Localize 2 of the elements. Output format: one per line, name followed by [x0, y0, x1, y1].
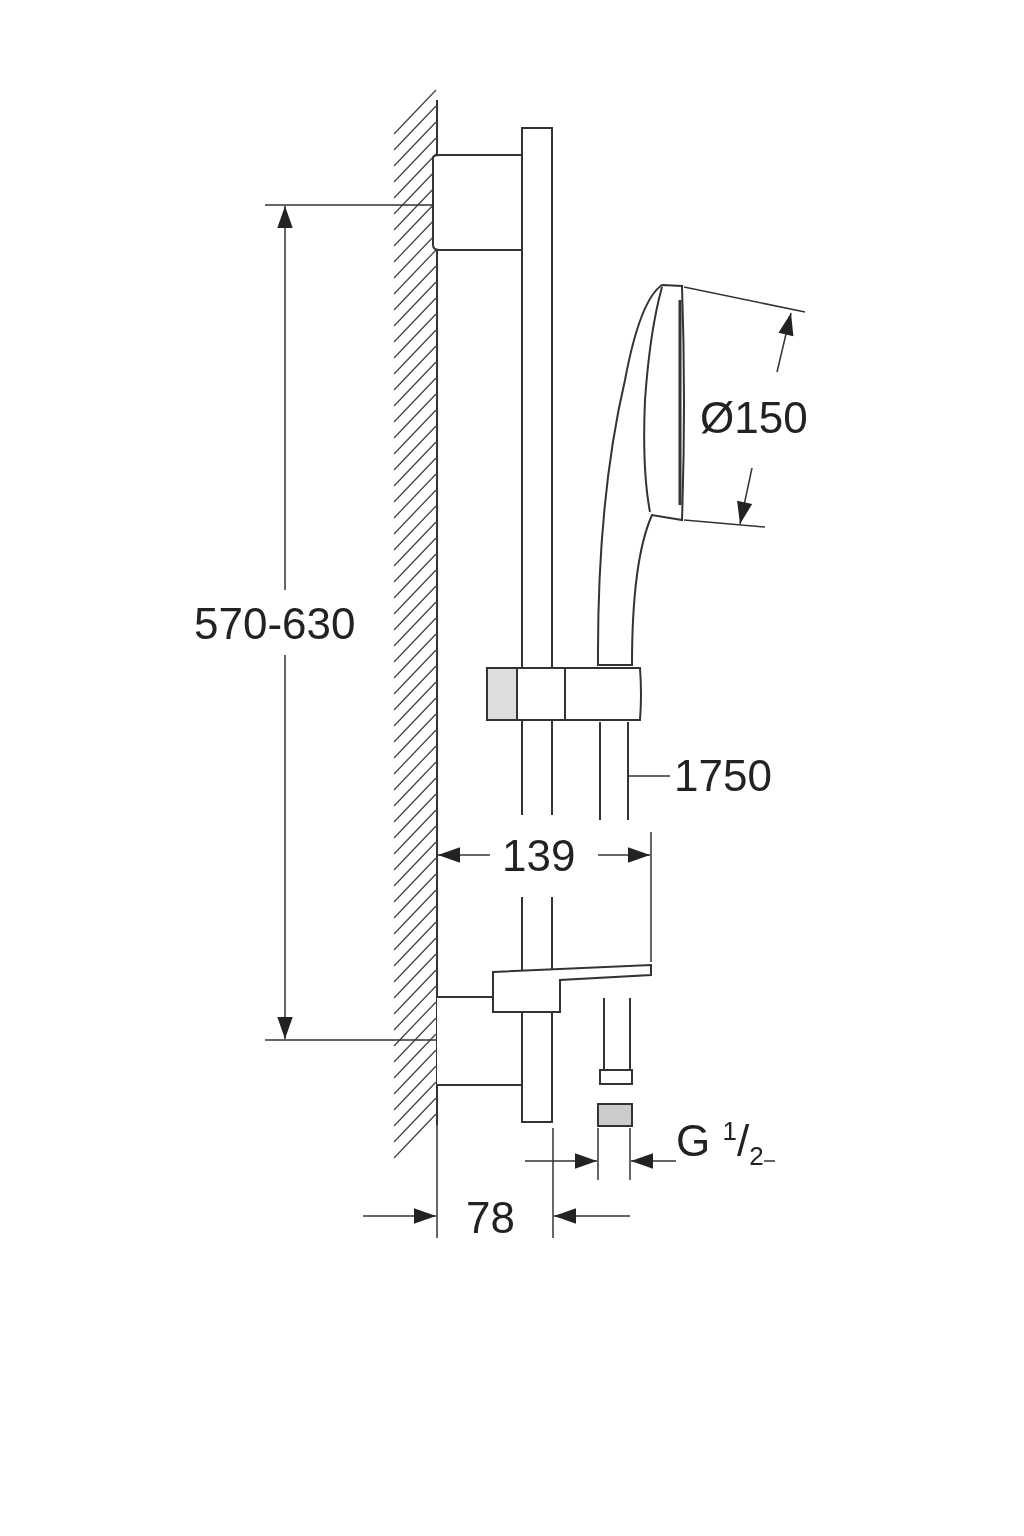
hose	[599, 721, 629, 821]
leader-line	[627, 775, 671, 777]
